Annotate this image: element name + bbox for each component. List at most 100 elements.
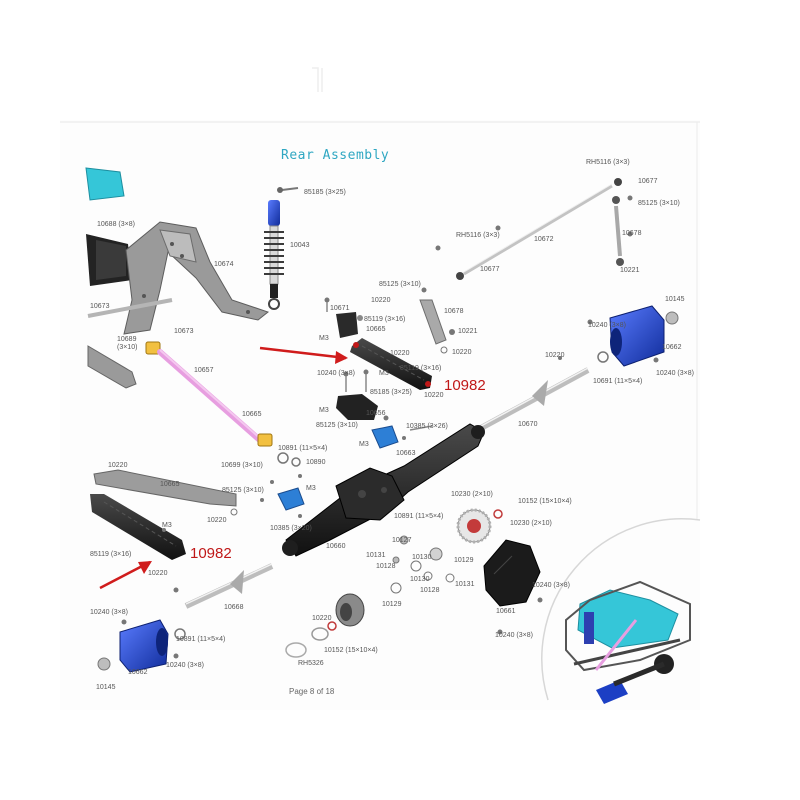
part-label: 10220 <box>424 392 444 399</box>
part-label: 85125 (3×10) <box>316 422 358 429</box>
part-label: 10668 <box>224 604 244 611</box>
shock-absorber-10043 <box>264 200 284 310</box>
part-label: 10240 (3×8) <box>656 370 694 377</box>
part-label: 10152 (15×10×4) <box>324 647 378 654</box>
part-label: 10674 <box>214 261 234 268</box>
part-label: 85185 (3×25) <box>370 389 412 396</box>
part-label: 10221 <box>620 267 640 274</box>
part-label: 10660 <box>326 543 346 550</box>
part-label: 10129 <box>454 557 474 564</box>
part-label: M3 <box>306 485 316 492</box>
part-label: 10699 (3×10) <box>221 462 263 469</box>
part-label: 10221 <box>458 328 478 335</box>
upper-link-10657-pink <box>145 341 301 467</box>
part-label: 10673 <box>174 328 194 335</box>
blue-bracket-10663-lower <box>260 474 305 518</box>
part-label: 10220 <box>207 517 227 524</box>
part-label: 10220 <box>312 615 332 622</box>
part-label: 10240 (3×8) <box>588 322 626 329</box>
part-label: 10131 <box>366 552 386 559</box>
part-label: M3 <box>319 407 329 414</box>
part-label: 10677 <box>638 178 658 185</box>
part-label: 10662 <box>662 344 682 351</box>
callout-arrow-upper <box>259 346 348 364</box>
part-label: 10656 <box>366 410 386 417</box>
callout-arrow-lower <box>99 560 152 590</box>
part-label: 10043 <box>290 242 310 249</box>
part-label: 10689 <box>117 336 137 343</box>
part-label: 10129 <box>382 601 402 608</box>
part-label: RH5326 <box>298 660 324 667</box>
part-label: 10665 <box>242 411 262 418</box>
part-label: 85125 (3×10) <box>379 281 421 288</box>
chassis-side-plate <box>85 167 132 286</box>
part-label: 85125 (3×10) <box>638 200 680 207</box>
part-label: 10678 <box>622 230 642 237</box>
part-label: 10671 <box>330 305 350 312</box>
part-label: 10385 (3×20) <box>270 525 312 532</box>
diff-spider-gears <box>390 535 455 594</box>
part-label: 10662 <box>128 669 148 676</box>
part-label: 10130 <box>412 554 432 561</box>
part-label: 10131 <box>455 581 475 588</box>
part-label: 10220 <box>390 350 410 357</box>
part-label: 10220 <box>148 570 168 577</box>
part-label: 10128 <box>420 587 440 594</box>
part-label: 10240 (3×8) <box>166 662 204 669</box>
part-label: 10661 <box>496 608 516 615</box>
vertical-link-10678-right <box>612 195 633 266</box>
part-label: 10230 (2×10) <box>451 491 493 498</box>
part-labels: 10688 (3×8) 85185 (3×25) 10043 10674 106… <box>90 159 694 691</box>
part-label: 85119 (3×16) <box>400 365 441 372</box>
part-label: 10665 <box>160 481 180 488</box>
part-label: 10891 (11×5×4) <box>176 636 225 643</box>
part-label: 10220 <box>452 349 472 356</box>
upper-link-10678 <box>419 287 455 354</box>
assembled-view-inset <box>541 518 701 704</box>
part-label: 10220 <box>371 297 391 304</box>
part-label: 10152 (15×10×4) <box>518 498 572 505</box>
axle-housing-10660 <box>282 423 485 557</box>
lower-link-10665-left <box>93 469 238 516</box>
part-label: 10145 <box>96 684 116 691</box>
blue-bracket-10663-upper <box>371 415 433 449</box>
part-label: 10127 <box>392 537 412 544</box>
part-label: 10665 <box>366 326 386 333</box>
axle-shaft-10668 <box>173 563 274 609</box>
part-label: 10240 (3×8) <box>317 370 355 377</box>
part-label: 10891 (11×5×4) <box>278 445 327 452</box>
page-fold-mark <box>312 67 323 92</box>
part-label: 10691 (11×5×4) <box>593 378 642 385</box>
axle-shaft-10670 <box>468 356 590 437</box>
rear-hub-10662-right <box>587 305 679 367</box>
part-label: M3 <box>319 335 329 342</box>
part-label: 10891 (11×5×4) <box>394 513 443 520</box>
part-label: M3 <box>162 522 172 529</box>
trailing-link-10982-lower <box>90 494 186 560</box>
part-label: 85119 (3×16) <box>90 551 131 558</box>
part-label: 85119 (3×16) <box>364 316 405 323</box>
trailing-link-10982-upper <box>350 338 432 390</box>
part-label: 10230 (2×10) <box>510 520 552 527</box>
part-label: M3 <box>359 441 369 448</box>
rear-hub-10662-left <box>97 619 186 673</box>
part-label: 85125 (3×10) <box>222 487 264 494</box>
callout-label-lower: 10982 <box>190 545 232 562</box>
part-label: 10673 <box>90 303 110 310</box>
gear-housing-10152 <box>285 593 365 658</box>
part-label: 10145 <box>665 296 685 303</box>
part-label: 10657 <box>194 367 214 374</box>
diagram-title: Rear Assembly <box>281 148 389 163</box>
part-label: 10220 <box>108 462 128 469</box>
mount-bracket-10656 <box>336 369 378 420</box>
part-label: 10890 <box>306 459 326 466</box>
callout-label-upper: 10982 <box>444 377 486 394</box>
part-label: RH5116 (3×3) <box>586 159 630 166</box>
diff-cover-10661 <box>483 539 543 635</box>
part-label: (3×10) <box>117 344 137 351</box>
part-label: 10663 <box>396 450 416 457</box>
part-label: 10240 (3×8) <box>532 582 570 589</box>
lower-link-left <box>87 345 137 389</box>
part-label: 10688 (3×8) <box>97 221 135 228</box>
